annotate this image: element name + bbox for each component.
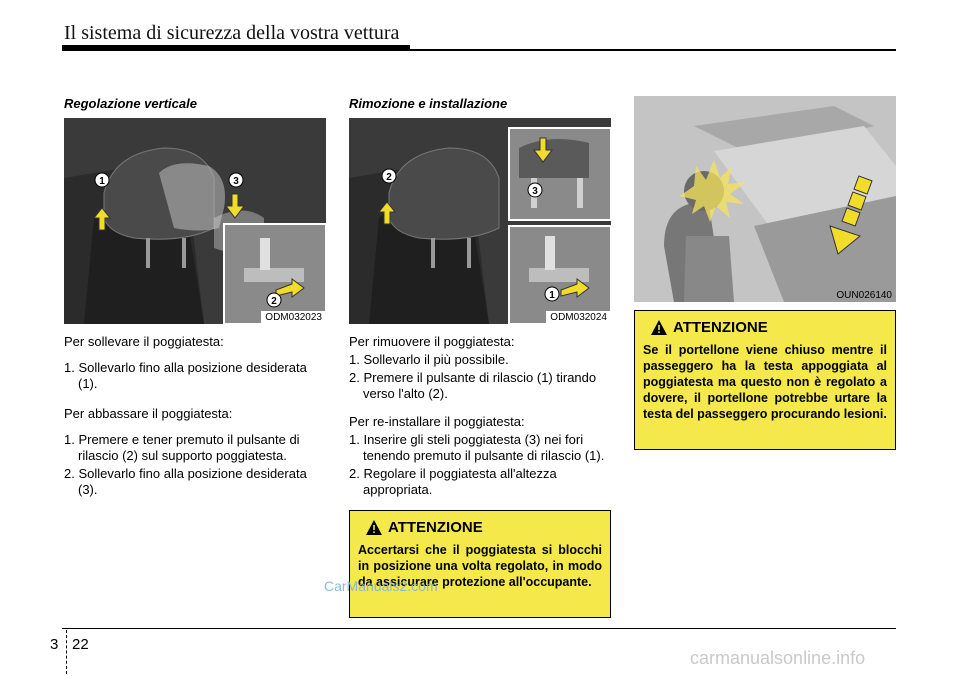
watermark-small: CarManuals2.com: [324, 578, 438, 594]
tailgate-illustration: [634, 96, 896, 302]
warning-box-lock: ATTENZIONE Accertarsi che il poggiatesta…: [349, 510, 611, 618]
callout-1: 1: [99, 176, 105, 187]
photo-code: OUN026140: [836, 290, 892, 301]
intro-raise: Per sollevare il poggiatesta:: [64, 334, 224, 349]
step-reinstall-2: 2. Regolare il poggiatesta all'altezza a…: [349, 466, 557, 497]
page-number: 22: [72, 636, 89, 653]
col2-text: Per rimuovere il poggiatesta: 1. Solleva…: [349, 334, 611, 500]
step-lower-1: 1. Premere e tener premuto il pulsante d…: [64, 432, 300, 463]
warning-label: ATTENZIONE: [673, 319, 768, 336]
callout-1: 1: [549, 290, 555, 301]
step-remove-2: 2. Premere il pulsante di rilascio (1) t…: [349, 370, 597, 401]
callout-2: 2: [271, 296, 277, 307]
intro-lower: Per abbassare il poggiatesta:: [64, 406, 233, 421]
steps-lower: 1. Premere e tener premuto il pulsante d…: [64, 432, 326, 498]
section-title-removal: Rimozione e installazione: [349, 96, 508, 111]
col1-text: Per sollevare il poggiatesta: 1. Solleva…: [64, 334, 326, 500]
intro-reinstall: Per re-installare il poggiatesta:: [349, 414, 525, 429]
page-header-title: Il sistema di sicurezza della vostra vet…: [64, 22, 400, 44]
callout-2: 2: [386, 172, 392, 183]
warning-triangle-icon: [366, 520, 382, 535]
header-rule-thick: [62, 45, 410, 51]
chapter-number: 3: [50, 636, 59, 653]
warning-text: Accertarsi che il poggiatesta si blocchi…: [358, 543, 602, 589]
headrest-vertical-illustration: 1 3 2: [64, 118, 326, 324]
warning-label: ATTENZIONE: [388, 519, 483, 536]
header-rule-thin: [62, 49, 896, 51]
photo-code: ODM032024: [546, 311, 611, 324]
warning-triangle-icon: [651, 320, 667, 335]
step-raise-1: 1. Sollevarlo fino alla posizione deside…: [64, 360, 307, 391]
page-number-separator: [66, 630, 67, 674]
callout-3: 3: [532, 186, 538, 197]
headrest-removal-illustration: 2 3 1: [349, 118, 611, 324]
warning-header: ATTENZIONE: [651, 319, 887, 336]
warning-header: ATTENZIONE: [366, 519, 602, 536]
steps-reinstall: 1. Inserire gli steli poggiatesta (3) ne…: [349, 432, 611, 498]
headrest-removal-photo: 2 3 1 ODM032024: [349, 118, 611, 324]
footer-rule: [62, 628, 896, 629]
steps-raise: 1. Sollevarlo fino alla posizione deside…: [64, 360, 326, 392]
step-reinstall-1: 1. Inserire gli steli poggiatesta (3) ne…: [349, 432, 605, 463]
photo-code: ODM032023: [261, 311, 326, 324]
headrest-vertical-photo: 1 3 2 ODM032023: [64, 118, 326, 324]
step-remove-1: 1. Sollevarlo il più possibile.: [349, 352, 509, 367]
watermark-large: carmanualsonline.info: [690, 648, 866, 668]
section-title-vertical-adjust: Regolazione verticale: [64, 96, 197, 111]
callout-3: 3: [233, 176, 239, 187]
down-arrow-icon: [829, 175, 873, 255]
tailgate-photo: OUN026140: [634, 96, 896, 302]
steps-remove: 1. Sollevarlo il più possibile. 2. Preme…: [349, 352, 611, 402]
step-lower-2: 2. Sollevarlo fino alla posizione deside…: [64, 466, 307, 497]
intro-remove: Per rimuovere il poggiatesta:: [349, 334, 515, 349]
warning-text: Se il portellone viene chiuso mentre il …: [643, 343, 887, 421]
warning-box-tailgate: ATTENZIONE Se il portellone viene chiuso…: [634, 310, 896, 450]
